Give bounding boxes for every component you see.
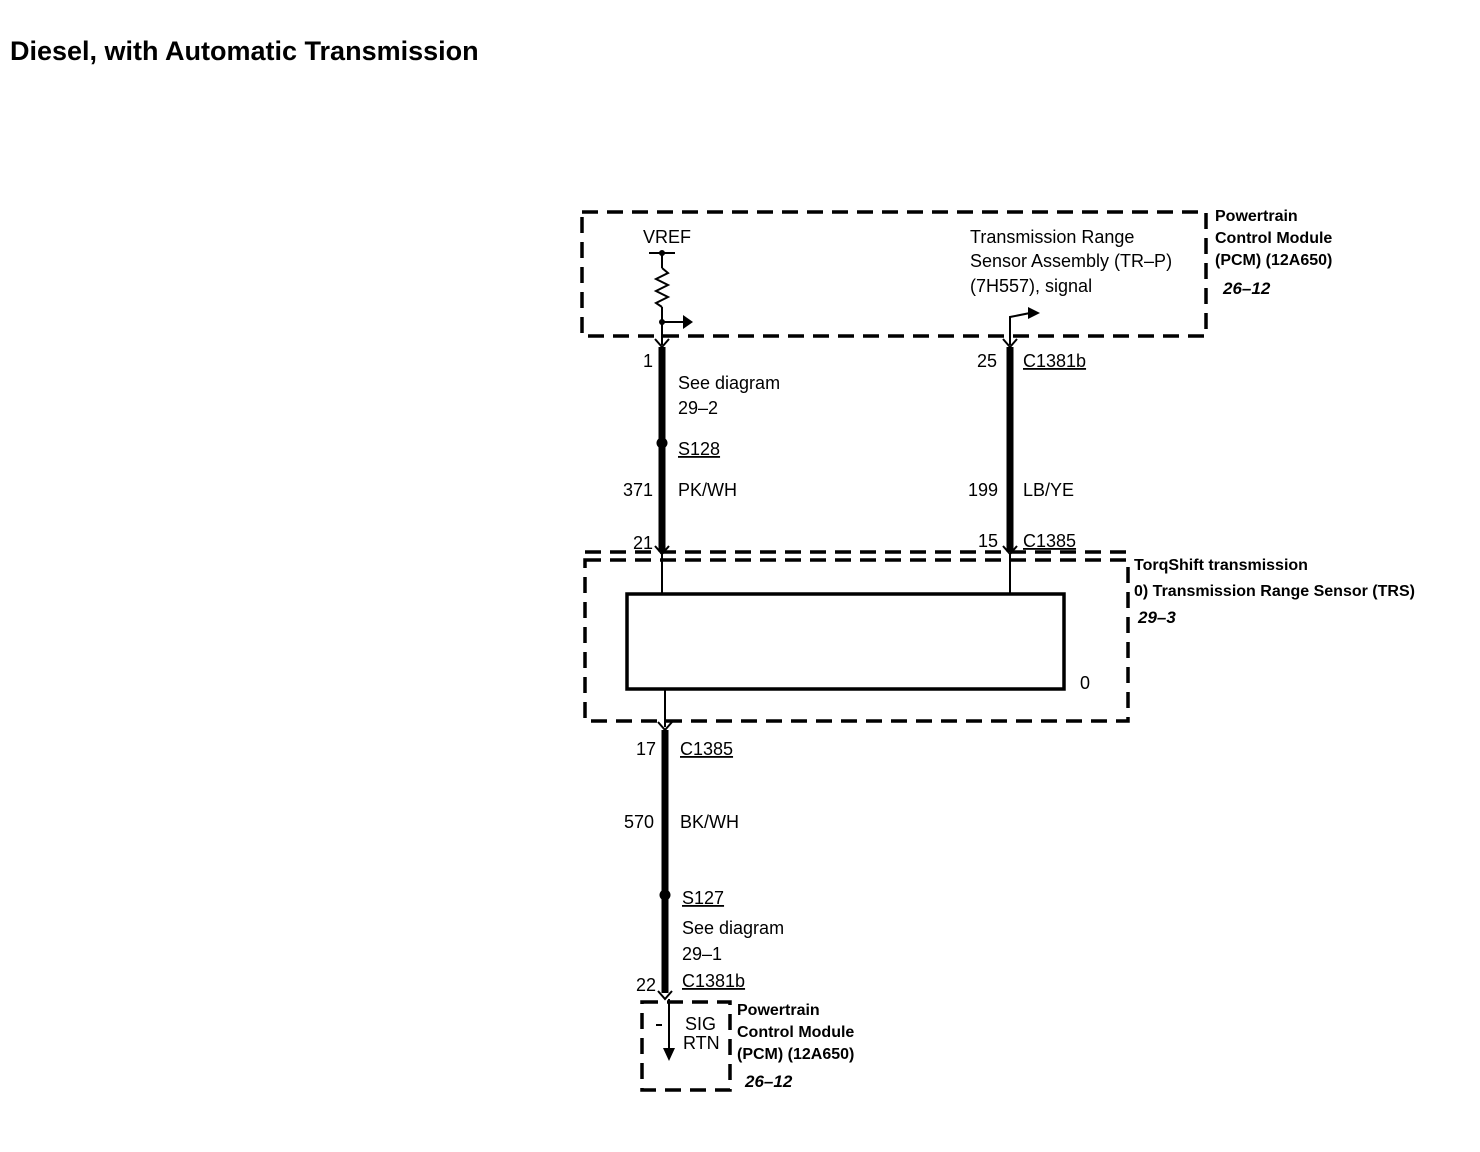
vref-arrow-icon bbox=[683, 315, 693, 329]
splice-s128-label: S128 bbox=[678, 439, 720, 459]
trs-name-1: TorqShift transmission bbox=[1134, 557, 1308, 574]
rtn-label: RTN bbox=[683, 1033, 720, 1053]
right-pin-bottom: 15 bbox=[978, 531, 998, 551]
trs-name-2: 0) Transmission Range Sensor (TRS) bbox=[1134, 583, 1415, 600]
diagram-title: Diesel, with Automatic Transmission bbox=[10, 36, 479, 66]
sig-label: SIG bbox=[685, 1014, 716, 1034]
sig-rtn-arrow-icon bbox=[663, 1048, 675, 1061]
left-see-diagram-2: 29–2 bbox=[678, 398, 718, 418]
bottom-connector-top: C1385 bbox=[680, 739, 733, 759]
trs-corner-label: 0 bbox=[1080, 673, 1090, 693]
pcm-top-ref: 26–12 bbox=[1222, 279, 1271, 298]
splice-s127-label: S127 bbox=[682, 888, 724, 908]
bottom-see-diagram-1: See diagram bbox=[682, 918, 784, 938]
bottom-connector-bottom: C1381b bbox=[682, 971, 745, 991]
right-connector-top: C1381b bbox=[1023, 351, 1086, 371]
bottom-see-diagram-2: 29–1 bbox=[682, 944, 722, 964]
signal-arrow-icon bbox=[1028, 307, 1040, 319]
vref-label: VREF bbox=[643, 227, 691, 247]
wire-199-circuit: 199 bbox=[968, 480, 998, 500]
pcm-bottom-name-2: Control Module bbox=[737, 1024, 854, 1041]
signal-input-lead bbox=[1009, 312, 1031, 345]
bottom-pin-bottom: 22 bbox=[636, 975, 656, 995]
connector-pin-22-icon bbox=[657, 990, 673, 1001]
pcm-top-box bbox=[580, 210, 1208, 338]
pcm-bottom-name-1: Powertrain bbox=[737, 1002, 820, 1019]
pcm-top-name-2: Control Module bbox=[1215, 230, 1332, 247]
pcm-bottom-ref: 26–12 bbox=[744, 1072, 793, 1091]
pcm-bottom-box bbox=[640, 1000, 732, 1092]
trs-component bbox=[625, 592, 1066, 691]
pull-up-resistor-icon bbox=[653, 267, 671, 308]
right-connector-bottom: C1385 bbox=[1023, 531, 1076, 551]
left-see-diagram-1: See diagram bbox=[678, 373, 780, 393]
bottom-pin-top: 17 bbox=[636, 739, 656, 759]
left-pin-top: 1 bbox=[643, 351, 653, 371]
wire-371-color: PK/WH bbox=[678, 480, 737, 500]
signal-label-1: Transmission Range bbox=[970, 227, 1134, 247]
left-pin-bottom: 21 bbox=[633, 533, 653, 553]
wire-570-color: BK/WH bbox=[680, 812, 739, 832]
trs-box bbox=[583, 558, 1130, 723]
splice-s128-dot bbox=[656, 437, 668, 449]
wire-570-circuit: 570 bbox=[624, 812, 654, 832]
right-pin-top: 25 bbox=[977, 351, 997, 371]
pcm-bottom-name-3: (PCM) (12A650) bbox=[737, 1046, 854, 1063]
splice-s127-dot bbox=[659, 889, 671, 901]
wire-371-circuit: 371 bbox=[623, 480, 653, 500]
pcm-top-name-3: (PCM) (12A650) bbox=[1215, 252, 1332, 269]
signal-label-3: (7H557), signal bbox=[970, 276, 1092, 296]
trs-ref: 29–3 bbox=[1137, 608, 1176, 627]
signal-label-2: Sensor Assembly (TR–P) bbox=[970, 251, 1172, 271]
wire-199-color: LB/YE bbox=[1023, 480, 1074, 500]
pcm-top-name-1: Powertrain bbox=[1215, 208, 1298, 225]
